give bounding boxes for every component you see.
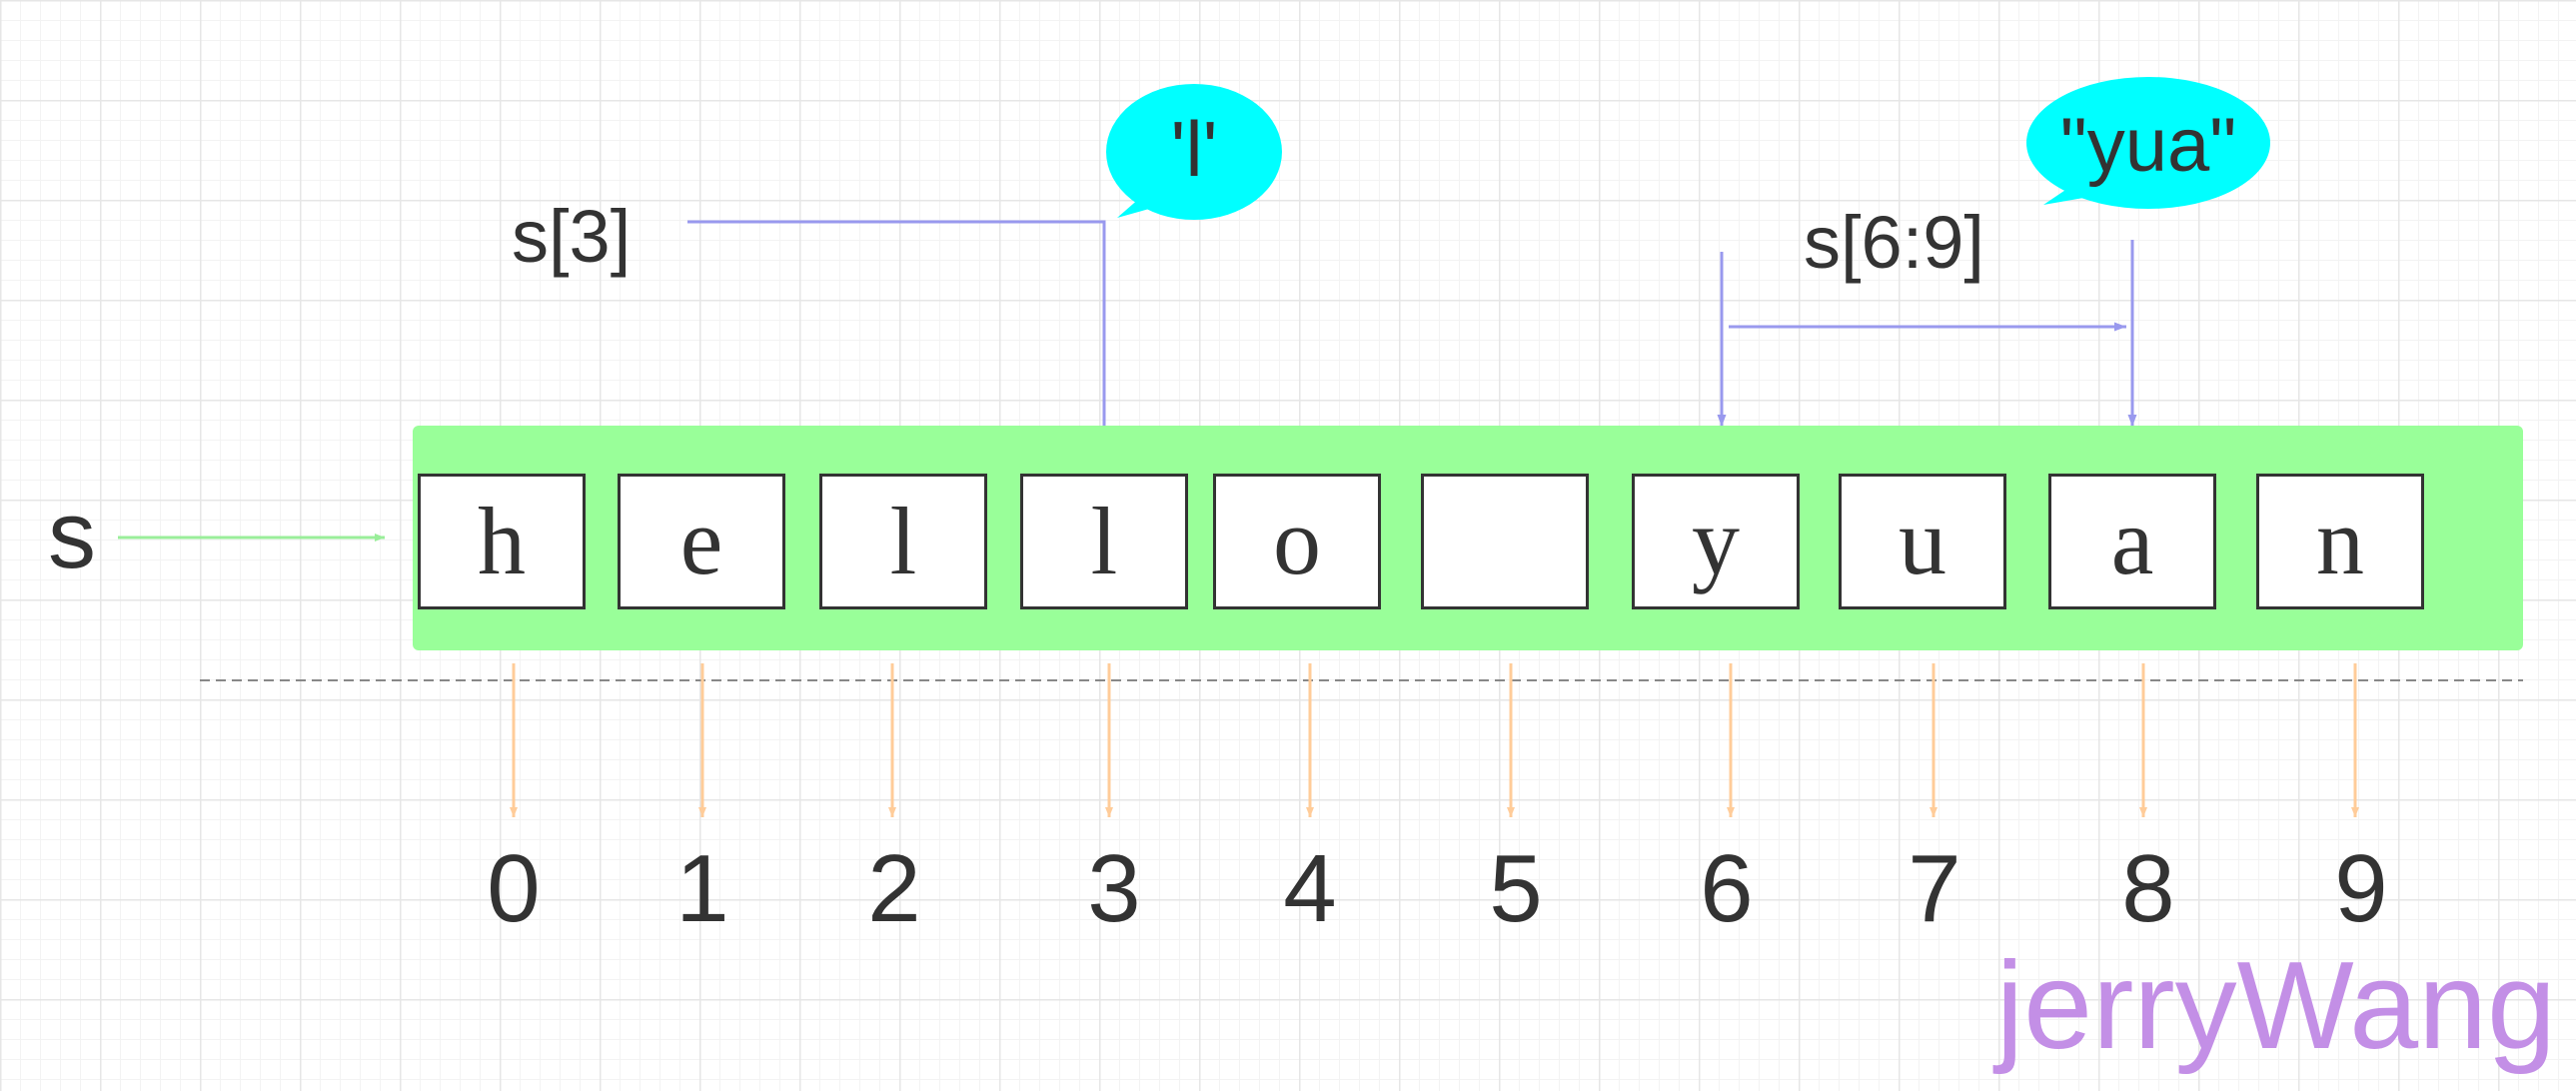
char-cell: y — [1632, 474, 1800, 609]
char-cell: a — [2048, 474, 2216, 609]
watermark: jerryWang — [1995, 937, 2556, 1075]
char-cell: n — [2256, 474, 2424, 609]
char-cell: u — [1839, 474, 2006, 609]
variable-label: s — [48, 482, 96, 588]
slice-expression-label: s[6:9] — [1804, 201, 1984, 284]
slice-result-text: "yua" — [2059, 103, 2237, 188]
index-arrows — [510, 663, 2359, 817]
index-label: 2 — [867, 835, 921, 942]
index-label: 1 — [675, 835, 729, 942]
index-label: 9 — [2334, 835, 2388, 942]
result-bubble-index — [1106, 84, 1282, 220]
char-cell — [1421, 474, 1589, 609]
index-label: 0 — [487, 835, 541, 942]
result-bubble-slice — [2026, 77, 2270, 209]
index-label: 7 — [1908, 835, 1961, 942]
index-label: 3 — [1087, 835, 1141, 942]
index-expression-label: s[3] — [512, 195, 632, 278]
char-cell: h — [418, 474, 586, 609]
index-result-text: 'l' — [1170, 105, 1218, 193]
char-cell: o — [1213, 474, 1381, 609]
index-label: 8 — [2121, 835, 2175, 942]
char-cell: e — [618, 474, 785, 609]
index-label: 5 — [1489, 835, 1543, 942]
char-cell: l — [1020, 474, 1188, 609]
index-label: 6 — [1700, 835, 1754, 942]
char-cell: l — [819, 474, 987, 609]
index-label: 4 — [1283, 835, 1337, 942]
index-pointer-arrow — [687, 220, 1109, 475]
